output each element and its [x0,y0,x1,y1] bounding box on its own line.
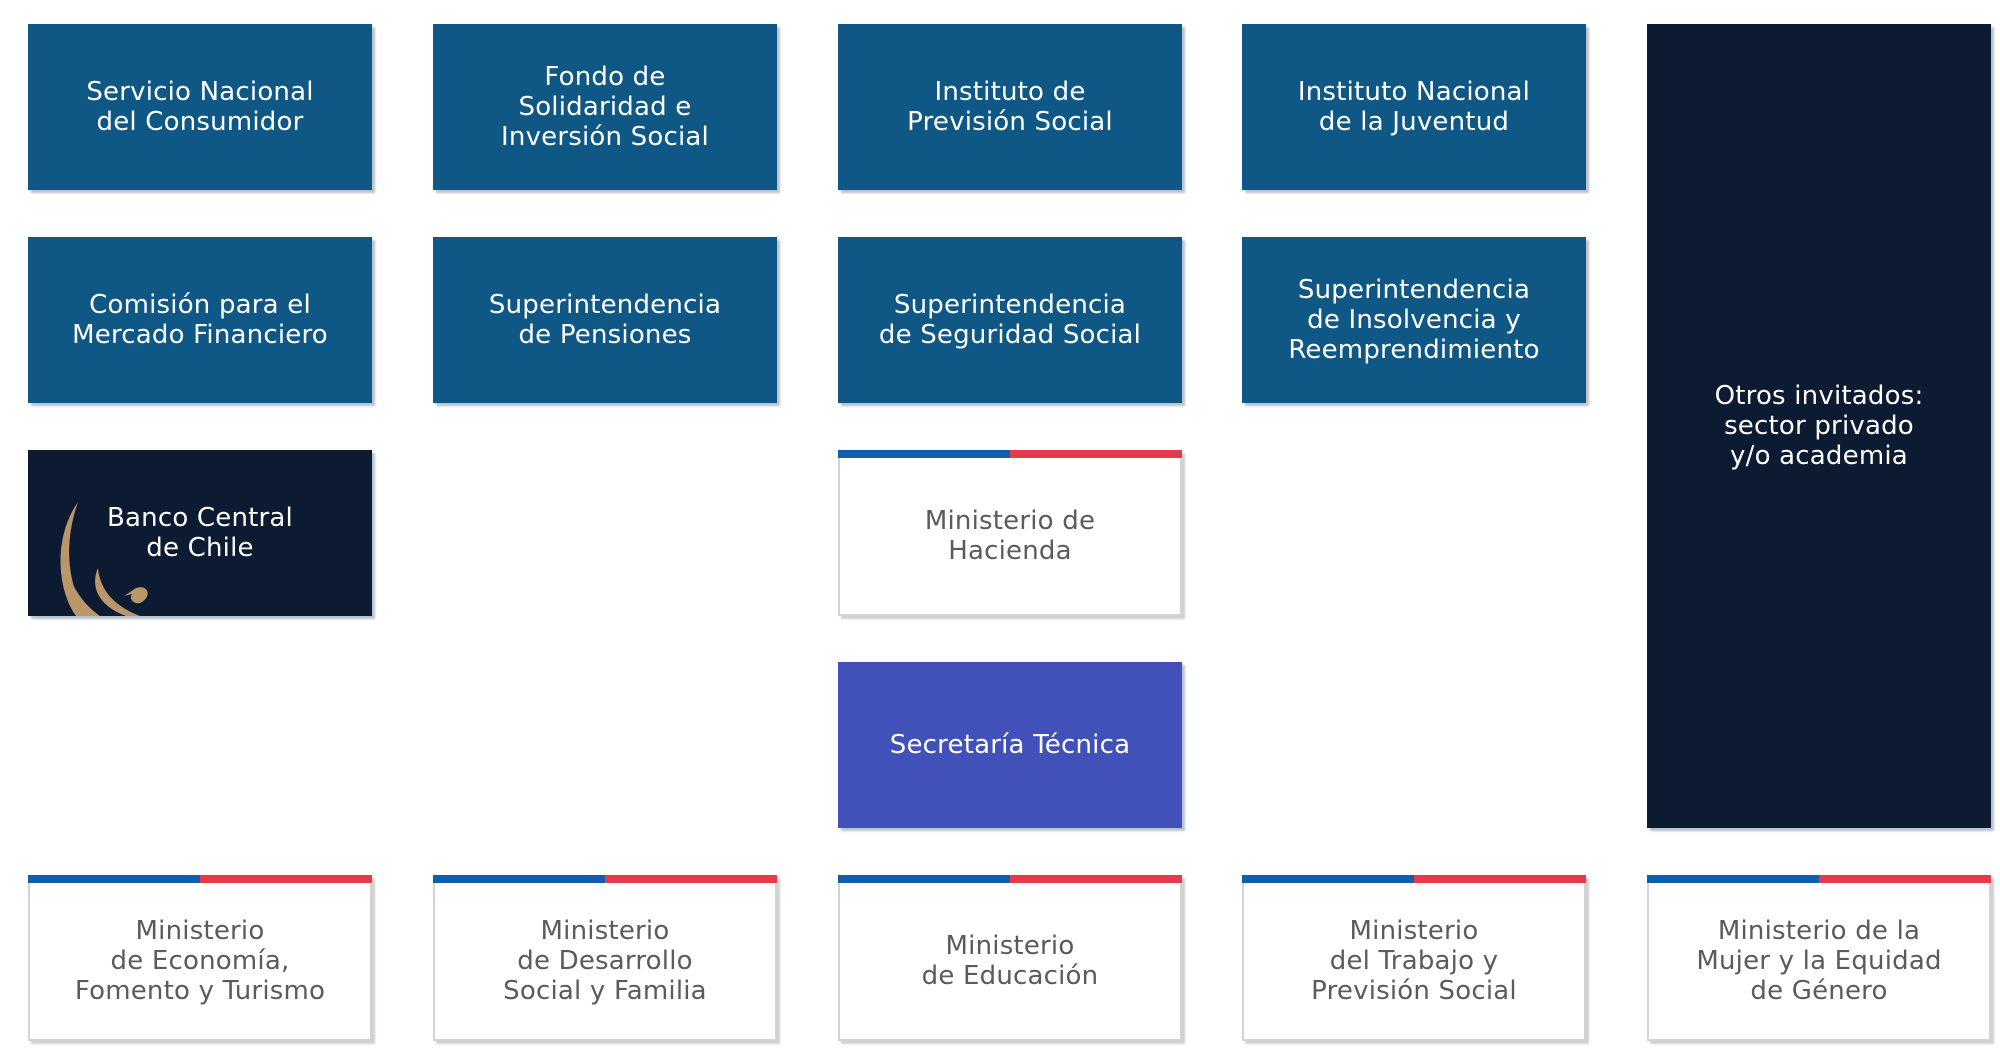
node-banco-central: Banco Central de Chile [28,450,372,616]
node-ministerio-hacienda-label: Ministerio de Hacienda [924,506,1096,566]
node-cmf-label: Comisión para el Mercado Financiero [72,290,328,350]
node-sernac-label: Servicio Nacional del Consumidor [86,77,314,137]
node-ministerio-economia: Ministerio de Economía, Fomento y Turism… [28,875,372,1041]
flag-stripe [838,875,1182,883]
flag-stripe [1242,875,1586,883]
node-banco-central-label: Banco Central de Chile [107,503,293,563]
node-secretaria-tecnica: Secretaría Técnica [838,662,1182,828]
flag-stripe [28,875,372,883]
flag-stripe [838,450,1182,458]
node-secretaria-tecnica-label: Secretaría Técnica [889,730,1131,760]
node-sernac: Servicio Nacional del Consumidor [28,24,372,190]
flag-stripe [433,875,777,883]
node-ministerio-mujer-label: Ministerio de la Mujer y la Equidad de G… [1696,916,1942,1006]
node-ips-label: Instituto de Previsión Social [907,77,1113,137]
node-ministerio-trabajo: Ministerio del Trabajo y Previsión Socia… [1242,875,1586,1041]
node-cmf: Comisión para el Mercado Financiero [28,237,372,403]
node-fosis-label: Fondo de Solidaridad e Inversión Social [501,62,709,152]
node-ministerio-trabajo-label: Ministerio del Trabajo y Previsión Socia… [1311,916,1517,1006]
node-superintendencia-insolvencia: Superintendencia de Insolvencia y Reempr… [1242,237,1586,403]
node-superintendencia-pensiones-label: Superintendencia de Pensiones [488,290,722,350]
flag-stripe [1647,875,1991,883]
node-ministerio-desarrollo-social: Ministerio de Desarrollo Social y Famili… [433,875,777,1041]
node-superintendencia-seguridad-social: Superintendencia de Seguridad Social [838,237,1182,403]
node-ips: Instituto de Previsión Social [838,24,1182,190]
node-otros-invitados-label: Otros invitados: sector privado y/o acad… [1714,381,1924,471]
node-injuv: Instituto Nacional de la Juventud [1242,24,1586,190]
node-injuv-label: Instituto Nacional de la Juventud [1297,77,1531,137]
node-ministerio-hacienda: Ministerio de Hacienda [838,450,1182,616]
node-ministerio-educacion: Ministerio de Educación [838,875,1182,1041]
node-superintendencia-pensiones: Superintendencia de Pensiones [433,237,777,403]
node-ministerio-mujer: Ministerio de la Mujer y la Equidad de G… [1647,875,1991,1041]
node-superintendencia-insolvencia-label: Superintendencia de Insolvencia y Reempr… [1288,275,1540,365]
node-superintendencia-seguridad-social-label: Superintendencia de Seguridad Social [878,290,1142,350]
node-fosis: Fondo de Solidaridad e Inversión Social [433,24,777,190]
banco-central-logo-icon [60,502,148,616]
node-ministerio-desarrollo-social-label: Ministerio de Desarrollo Social y Famili… [503,916,707,1006]
node-ministerio-economia-label: Ministerio de Economía, Fomento y Turism… [74,916,326,1006]
node-otros-invitados: Otros invitados: sector privado y/o acad… [1647,24,1991,828]
node-ministerio-educacion-label: Ministerio de Educación [921,931,1099,991]
